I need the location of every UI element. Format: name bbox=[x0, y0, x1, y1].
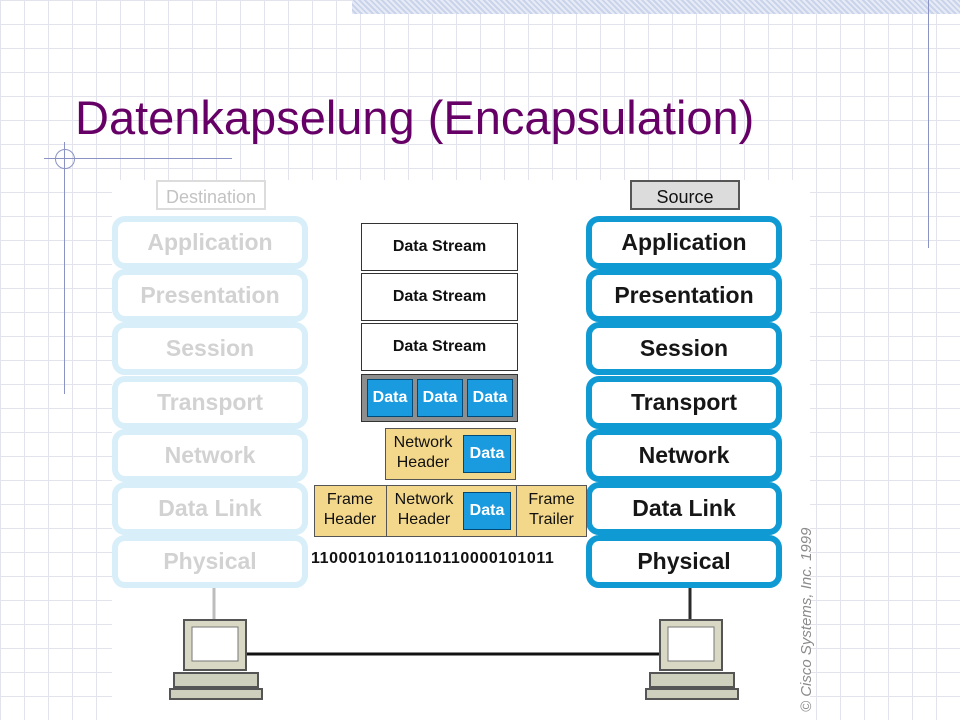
data-stream-application: Data Stream bbox=[361, 223, 518, 271]
bits-container: 11000101010110110000101011 bbox=[311, 547, 586, 575]
decorative-right-line bbox=[928, 0, 929, 248]
decorative-circle bbox=[55, 149, 75, 169]
frame-divider bbox=[386, 486, 387, 536]
frame: Frame Header Network Header Data Frame T… bbox=[314, 485, 587, 537]
bit-stream: 11000101010110110000101011 bbox=[311, 550, 555, 567]
frame-header: Frame Header bbox=[323, 491, 377, 528]
destination-computer-icon bbox=[169, 619, 263, 700]
network-illustration bbox=[169, 588, 739, 700]
destination-layer-network: Network bbox=[112, 429, 308, 482]
source-layer-session: Session bbox=[586, 322, 782, 375]
frame-divider bbox=[516, 486, 517, 536]
source-layer-application: Application bbox=[586, 216, 782, 269]
data-stream-presentation: Data Stream bbox=[361, 273, 518, 321]
segments-row: Data Data Data bbox=[361, 374, 518, 422]
slide-title: Datenkapselung (Encapsulation) bbox=[75, 91, 755, 144]
source-computer-icon bbox=[645, 619, 739, 700]
decorative-title-underline bbox=[44, 158, 232, 159]
packet-network-header: Network Header bbox=[393, 434, 453, 471]
source-layer-presentation: Presentation bbox=[586, 269, 782, 322]
destination-layer-physical: Physical bbox=[112, 535, 308, 588]
segment-data-2: Data bbox=[417, 379, 463, 417]
destination-layer-session: Session bbox=[112, 322, 308, 375]
destination-layer-data-link: Data Link bbox=[112, 482, 308, 535]
source-label: Source bbox=[630, 180, 740, 210]
frame-network-header: Network Header bbox=[394, 491, 454, 528]
frame-data: Data bbox=[463, 492, 511, 530]
packet: Network Header Data bbox=[385, 428, 516, 480]
segment-data-3: Data bbox=[467, 379, 513, 417]
source-layer-transport: Transport bbox=[586, 376, 782, 429]
source-layer-network: Network bbox=[586, 429, 782, 482]
copyright-notice: © Cisco Systems, Inc. 1999 bbox=[798, 527, 815, 712]
destination-layer-presentation: Presentation bbox=[112, 269, 308, 322]
decorative-top-band bbox=[352, 0, 960, 14]
destination-layer-transport: Transport bbox=[112, 376, 308, 429]
data-stream-session: Data Stream bbox=[361, 323, 518, 371]
encapsulation-diagram: Destination Application Presentation Ses… bbox=[112, 180, 810, 720]
source-layer-data-link: Data Link bbox=[586, 482, 782, 535]
source-layer-physical: Physical bbox=[586, 535, 782, 588]
destination-layer-application: Application bbox=[112, 216, 308, 269]
segment-data-1: Data bbox=[367, 379, 413, 417]
frame-trailer: Frame Trailer bbox=[528, 491, 575, 528]
packet-data: Data bbox=[463, 435, 511, 473]
destination-label: Destination bbox=[156, 180, 266, 210]
decorative-left-line bbox=[64, 142, 65, 394]
